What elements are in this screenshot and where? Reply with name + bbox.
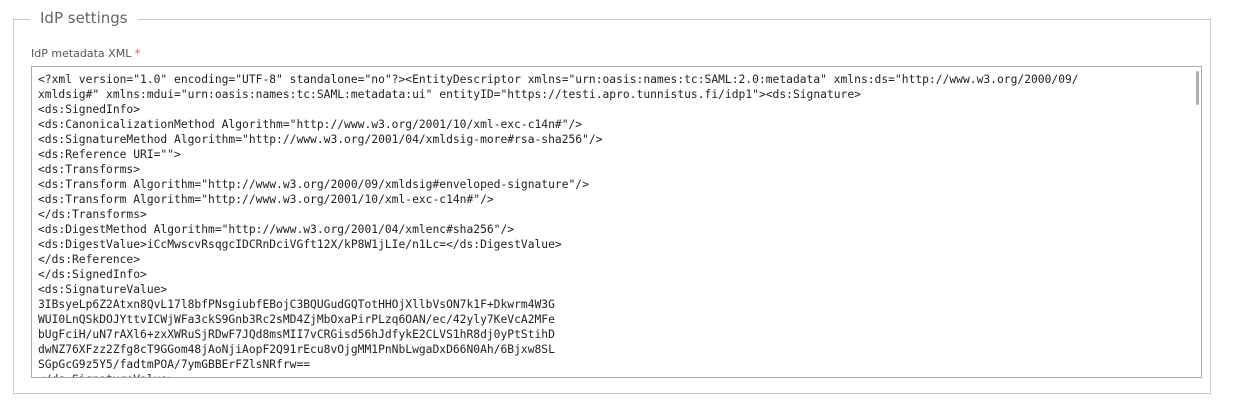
xml-line: bUgFciH/uN7rAXl6+zxXWRuSjRDwF7JQd8msMII7…: [38, 328, 555, 341]
textarea-scrollbar[interactable]: [1196, 69, 1200, 375]
xml-line: <ds:SignatureMethod Algorithm="http://ww…: [38, 133, 603, 146]
xml-line: <ds:Transform Algorithm="http://www.w3.o…: [38, 178, 589, 191]
xml-line: WUI0LnQSkDOJYttvICWjWFa3ckS9Gnb3Rc2sMD4Z…: [38, 313, 555, 326]
xml-line: <ds:Transforms>: [38, 163, 141, 176]
fieldset-legend: IdP settings: [30, 8, 138, 28]
xml-line: <ds:DigestMethod Algorithm="http://www.w…: [38, 223, 515, 236]
xml-line: <ds:CanonicalizationMethod Algorithm="ht…: [38, 118, 583, 131]
xml-line: dwNZ76XFzz2Zfg8cT9GGom48jAoNjiAopF2Q91rE…: [38, 343, 555, 356]
xml-line: <ds:DigestValue>iCcMwscvRsqgcIDCRnDciVGf…: [38, 238, 562, 251]
xml-line: </ds:SignedInfo>: [38, 268, 147, 281]
xml-line: </ds:Reference>: [38, 253, 141, 266]
xml-line: <ds:SignedInfo>: [38, 103, 141, 116]
idp-settings-fieldset: [13, 19, 1211, 394]
xml-line: <?xml version="1.0" encoding="UTF-8" sta…: [38, 73, 1079, 86]
required-asterisk: *: [134, 47, 141, 60]
metadata-xml-label: IdP metadata XML *: [31, 47, 140, 61]
metadata-xml-label-text: IdP metadata XML: [31, 47, 132, 60]
metadata-xml-textarea[interactable]: <?xml version="1.0" encoding="UTF-8" sta…: [31, 66, 1202, 378]
xml-line: 3IBsyeLp6Z2Atxn8QvL17l8bfPNsgiubfEBojC3B…: [38, 298, 555, 311]
xml-line: <ds:Reference URI="">: [38, 148, 181, 161]
scrollbar-thumb[interactable]: [1196, 71, 1199, 105]
xml-line: xmldsig#" xmlns:mdui="urn:oasis:names:tc…: [38, 88, 861, 101]
xml-line: <ds:SignatureValue>: [38, 283, 168, 296]
xml-line: <ds:Transform Algorithm="http://www.w3.o…: [38, 193, 494, 206]
xml-line: </ds:Transforms>: [38, 208, 147, 221]
metadata-xml-content[interactable]: <?xml version="1.0" encoding="UTF-8" sta…: [38, 72, 1191, 377]
xml-line: </ds:SignatureValue>: [38, 373, 174, 377]
xml-line: SGpGcG9z5Y5/fadtmPOA/7ymGBBErFZlsNRfrw==: [38, 358, 311, 371]
